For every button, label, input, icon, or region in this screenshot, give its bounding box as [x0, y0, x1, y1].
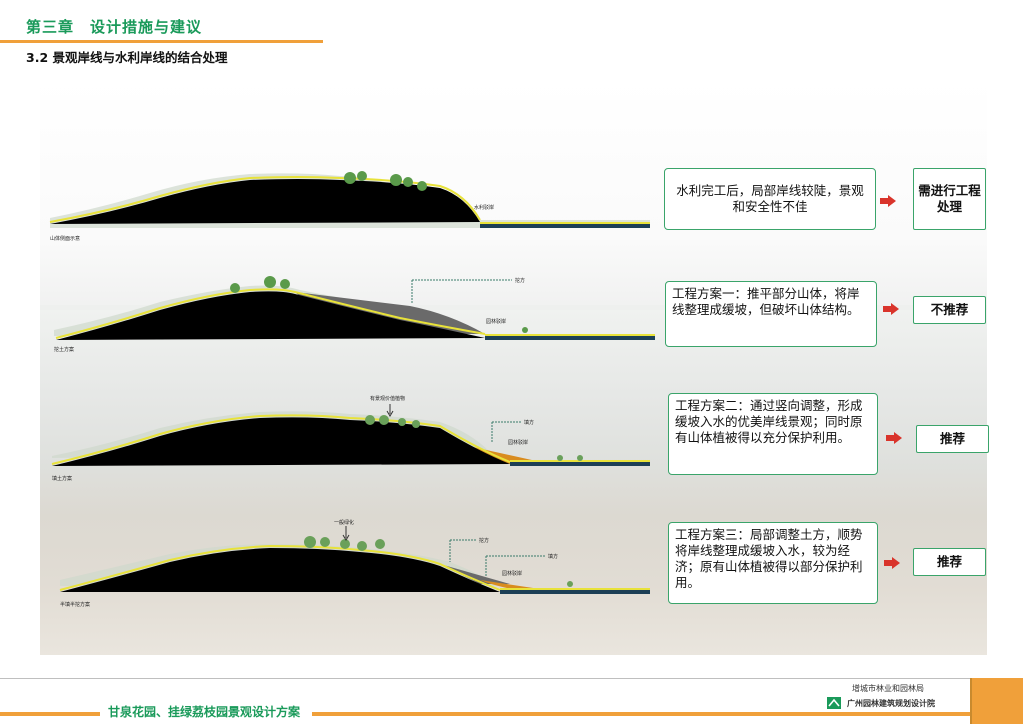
corner-accent-block	[972, 678, 1023, 724]
footer-divider	[0, 678, 970, 679]
description-box: 工程方案一：推平部分山体，将岸线整理成缓坡，但破坏山体结构。	[665, 281, 877, 347]
verdict-label: 推荐	[913, 548, 986, 576]
diagram-label: 园林驳岸	[502, 570, 522, 577]
section-title: 3.2 景观岸线与水利岸线的结合处理	[26, 50, 228, 65]
diagram-label: 园林驳岸	[508, 439, 528, 446]
footer-accent-bar	[312, 712, 972, 716]
arrow-right-icon	[886, 432, 902, 444]
arrow-right-icon	[884, 557, 900, 569]
client-organization: 增城市林业和园林局	[852, 684, 924, 693]
diagram-label: 水利驳岸	[474, 204, 494, 211]
verdict-label: 需进行工程处理	[913, 168, 986, 230]
diagram-caption: 挖土方案	[54, 346, 74, 353]
diagram-caption: 填土方案	[52, 475, 72, 482]
arrow-right-icon	[883, 303, 899, 315]
arrow-right-icon	[880, 195, 896, 207]
diagram-label: 填方	[524, 419, 534, 426]
header-divider	[0, 40, 323, 43]
section-diagram-4: 一般绿化 挖方 填方 园林驳岸 半填半挖方案	[59, 519, 650, 608]
verdict-label: 推荐	[916, 425, 989, 453]
section-diagram-2: 挖方 园林驳岸 挖土方案	[54, 276, 655, 353]
institute-logo-icon	[827, 697, 841, 709]
chapter-title: 第三章 设计措施与建议	[26, 18, 203, 36]
description-box: 水利完工后，局部岸线较陡，景观和安全性不佳	[664, 168, 876, 230]
section-diagram-1: 水利驳岸 山体侧面示意	[49, 171, 650, 242]
section-diagram-3: 有景观价值植物 填方 园林驳岸 填土方案	[51, 395, 650, 482]
diagram-label: 挖方	[515, 277, 525, 284]
diagram-label: 有景观价值植物	[370, 395, 405, 402]
diagram-caption: 山体侧面示意	[50, 235, 80, 242]
description-box: 工程方案二：通过竖向调整，形成缓坡入水的优美岸线景观；同时原有山体植被得以充分保…	[668, 393, 878, 475]
diagram-label: 填方	[548, 553, 558, 560]
design-institute: 广州园林建筑规划设计院	[847, 699, 935, 708]
description-box: 工程方案三：局部调整土方，顺势将岸线整理成缓坡入水，较为经济；原有山体植被得以部…	[668, 522, 878, 604]
diagram-label: 挖方	[479, 537, 489, 544]
verdict-label: 不推荐	[913, 296, 986, 324]
diagram-label: 园林驳岸	[486, 318, 506, 325]
footer-accent-bar	[0, 712, 100, 716]
corner-edge	[970, 678, 972, 724]
project-name: 甘泉花园、挂绿荔枝园景观设计方案	[108, 705, 301, 719]
diagram-caption: 半填半挖方案	[60, 601, 90, 608]
diagram-label: 一般绿化	[334, 519, 354, 526]
